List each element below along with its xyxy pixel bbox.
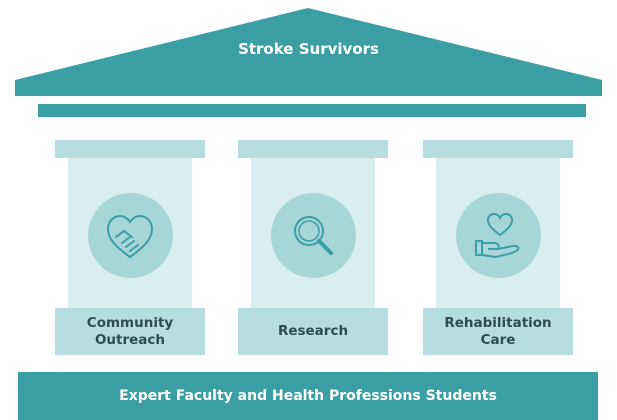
magnifying-glass-icon	[294, 216, 333, 255]
roof: Stroke Survivors	[0, 0, 617, 100]
foundation-label: Expert Faculty and Health Professions St…	[119, 388, 497, 404]
pillar-rehabilitation-care: Rehabilitation Care	[423, 140, 573, 355]
pillar-research: Research	[238, 140, 388, 355]
pillar-label: Rehabilitation Care	[444, 314, 552, 348]
pillar-shaft	[436, 158, 560, 308]
pillar-base: Research	[238, 308, 388, 355]
pillar-label: Research	[277, 323, 349, 339]
icon-circle	[271, 193, 356, 278]
pillar-base: Rehabilitation Care	[423, 308, 573, 355]
pillar-cap	[238, 140, 388, 158]
pillar-base: Community Outreach	[55, 308, 205, 355]
pillar-cap	[423, 140, 573, 158]
icon-circle	[88, 193, 173, 278]
roof-shape	[15, 8, 602, 96]
foundation: Expert Faculty and Health Professions St…	[18, 372, 598, 420]
icon-circle	[456, 193, 541, 278]
pillar-community-outreach: Community Outreach	[55, 140, 205, 355]
pillar-shaft	[251, 158, 375, 308]
handshake-heart-icon	[106, 214, 154, 259]
pillar-shaft	[68, 158, 192, 308]
pillar-label: Community Outreach	[86, 314, 174, 348]
entablature-beam	[38, 104, 586, 117]
hand-heart-icon	[475, 212, 520, 258]
pillar-cap	[55, 140, 205, 158]
roof-label: Stroke Survivors	[238, 40, 379, 58]
